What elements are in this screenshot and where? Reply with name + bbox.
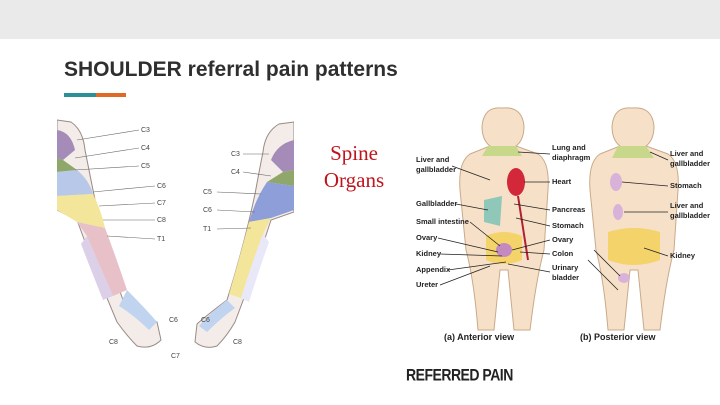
organ-label-small-intestine: Small intestine (416, 217, 469, 226)
label-c4-right: C4 (231, 169, 240, 176)
organ-label-lung: Lung and (552, 143, 586, 152)
referred-pain-logo: REFERRED PAIN (406, 365, 513, 385)
organ-label-kidney1: Kidney (416, 249, 442, 258)
label-c8-hand-left: C8 (109, 339, 118, 346)
organ-label-ureter: Ureter (416, 280, 438, 289)
label-c8-hand-right: C8 (233, 339, 242, 346)
organ-label-ovary2: Ovary (552, 235, 574, 244)
caption-anterior: (a) Anterior view (444, 332, 515, 342)
organ-label-appendix: Appendix (416, 265, 451, 274)
organ-label-liver3: Liver and (670, 201, 704, 210)
label-c6-left: C6 (157, 183, 166, 190)
organ-label-stomach1: Stomach (552, 221, 584, 230)
organ-label-colon: Colon (552, 249, 574, 258)
accent-bar-orange (96, 93, 126, 97)
label-c5-left: C5 (141, 163, 150, 170)
dermatome-illustration: C3 C4 C5 C6 C7 C8 T1 C8 C6 C7 C3 C4 C5 C… (57, 119, 294, 360)
label-c4-left: C4 (141, 145, 150, 152)
callout-organs: Organs (323, 168, 385, 192)
organ-label-ovary1: Ovary (416, 233, 438, 242)
label-c3-left: C3 (141, 127, 150, 134)
accent-bar-teal (64, 93, 96, 97)
top-bar (0, 0, 720, 39)
dermatome-figure: C3 C4 C5 C6 C7 C8 T1 C8 C6 C7 C3 C4 C5 C… (57, 110, 294, 362)
organ-label-stomach2: Stomach (670, 181, 702, 190)
slide-title: SHOULDER referral pain patterns (64, 58, 398, 81)
organ-label-gallbladder4: gallbladder (670, 211, 710, 220)
organ-label-gallbladder3: gallbladder (670, 159, 710, 168)
caption-posterior: (b) Posterior view (580, 332, 657, 342)
organ-label-kidney2: Kidney (670, 251, 696, 260)
callout-spine: Spine (330, 141, 378, 165)
organ-label-pancreas: Pancreas (552, 205, 585, 214)
organ-illustration: Liver and gallbladder Gallbladder Small … (416, 107, 710, 342)
label-c7-left: C7 (157, 200, 166, 207)
organ-label-diaphragm: diaphragm (552, 153, 591, 162)
organ-referred-pain-figure: Liver and gallbladder Gallbladder Small … (404, 100, 710, 350)
label-c8-left: C8 (157, 217, 166, 224)
callout-label: Spine Organs (308, 140, 400, 194)
label-c3-right: C3 (231, 151, 240, 158)
label-c7-hand-left: C7 (171, 353, 180, 360)
label-t1-right: T1 (203, 226, 211, 233)
organ-label-bladder: bladder (552, 273, 579, 282)
organ-label-liver2: Liver and (670, 149, 704, 158)
label-c5-right: C5 (203, 189, 212, 196)
label-c6-right: C6 (203, 207, 212, 214)
label-c6-hand-left: C6 (169, 317, 178, 324)
label-c6-hand-right: C6 (201, 317, 210, 324)
organ-label-heart: Heart (552, 177, 572, 186)
organ-label-liver1: Liver and (416, 155, 450, 164)
label-t1-left: T1 (157, 236, 165, 243)
organ-label-urinary: Urinary (552, 263, 579, 272)
organ-label-gallbladder2: Gallbladder (416, 199, 457, 208)
organ-label-gallbladder1: gallbladder (416, 165, 456, 174)
